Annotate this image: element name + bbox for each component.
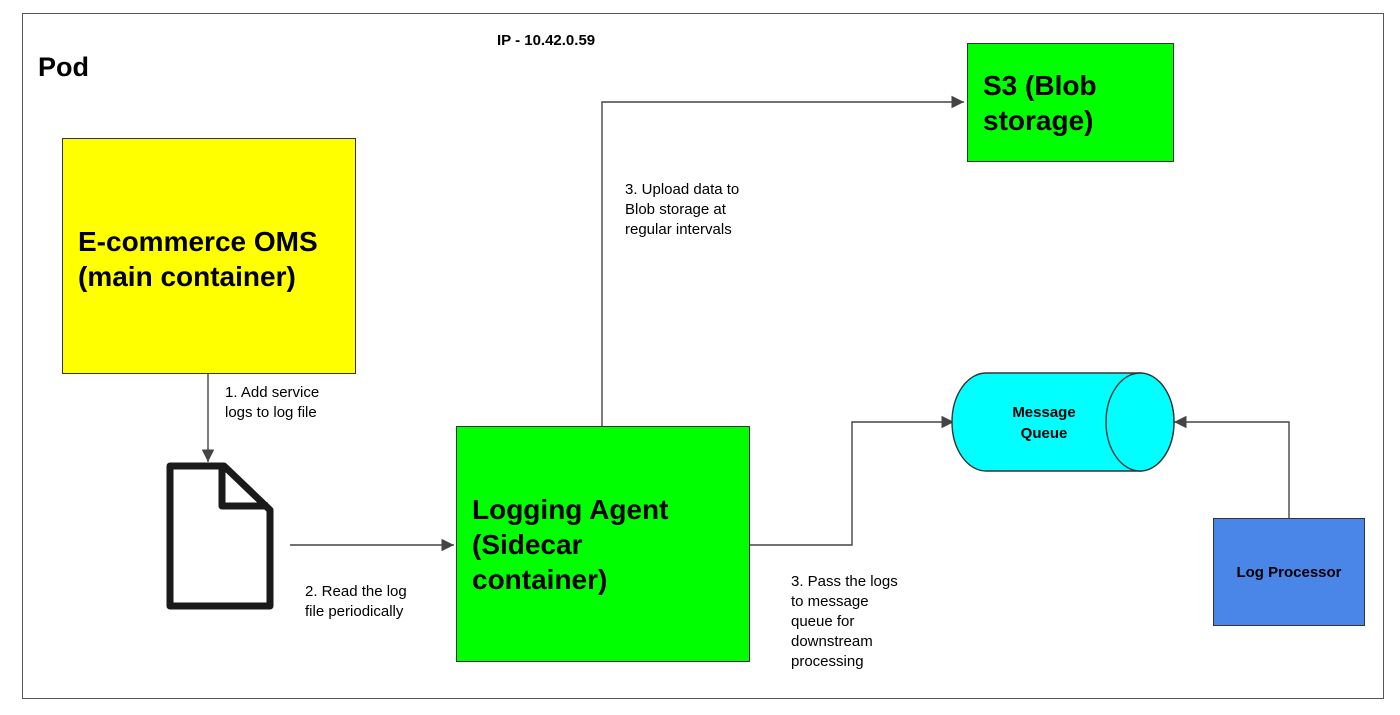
oms-main-container-node <box>62 138 356 374</box>
pass-logs-line-2: to message <box>791 593 869 610</box>
pod-title: Pod <box>38 52 89 82</box>
add-logs-line-2: logs to log file <box>225 404 317 421</box>
read-log-line-2: file periodically <box>305 603 404 620</box>
log-processor-node <box>1213 518 1365 626</box>
agent-label-line-2: (Sidecar <box>472 529 583 560</box>
edge-read-log-label: 2. Read the log file periodically <box>305 582 407 622</box>
document-icon <box>166 462 274 610</box>
agent-node-label: Logging Agent (Sidecar container) <box>472 492 742 597</box>
edge-processor-to-queue <box>1174 415 1290 518</box>
oms-node-label: E-commerce OMS (main container) <box>78 224 348 294</box>
oms-label-line-1: E-commerce OMS <box>78 226 318 257</box>
edge-add-logs-label: 1. Add service logs to log file <box>225 383 319 423</box>
edge-pass-logs <box>750 415 954 546</box>
s3-label-line-2: storage) <box>983 105 1094 136</box>
agent-label-line-1: Logging Agent <box>472 494 669 525</box>
queue-label-line-2: Queue <box>1020 425 1068 442</box>
edge-upload <box>601 95 964 426</box>
pod-boundary <box>22 13 1384 699</box>
s3-label-line-1: S3 (Blob <box>983 70 1097 101</box>
pod-ip-label: IP - 10.42.0.59 <box>497 32 596 49</box>
queue-label-line-1: Message <box>1012 404 1076 421</box>
upload-line-1: 3. Upload data to <box>625 181 740 198</box>
oms-label-line-2: (main container) <box>78 261 296 292</box>
message-queue-node <box>951 372 1175 472</box>
read-log-line-1: 2. Read the log <box>305 583 407 600</box>
s3-node-label: S3 (Blob storage) <box>983 68 1163 138</box>
agent-label-line-3: container) <box>472 564 608 595</box>
edge-upload-label: 3. Upload data to Blob storage at regula… <box>625 180 739 240</box>
pass-logs-line-4: downstream <box>791 633 873 650</box>
message-queue-label: Message Queue <box>994 402 1094 444</box>
pass-logs-line-3: queue for <box>791 613 855 630</box>
edge-pass-logs-label: 3. Pass the logs to message queue for do… <box>791 572 898 672</box>
upload-line-3: regular intervals <box>625 221 732 238</box>
add-logs-line-1: 1. Add service <box>225 384 320 401</box>
pass-logs-line-1: 3. Pass the logs <box>791 573 898 590</box>
s3-blob-storage-node <box>967 43 1174 162</box>
log-processor-label: Log Processor <box>1236 564 1342 581</box>
logging-agent-sidecar-node <box>456 426 750 662</box>
pass-logs-line-5: processing <box>791 653 864 670</box>
upload-line-2: Blob storage at <box>625 201 726 218</box>
